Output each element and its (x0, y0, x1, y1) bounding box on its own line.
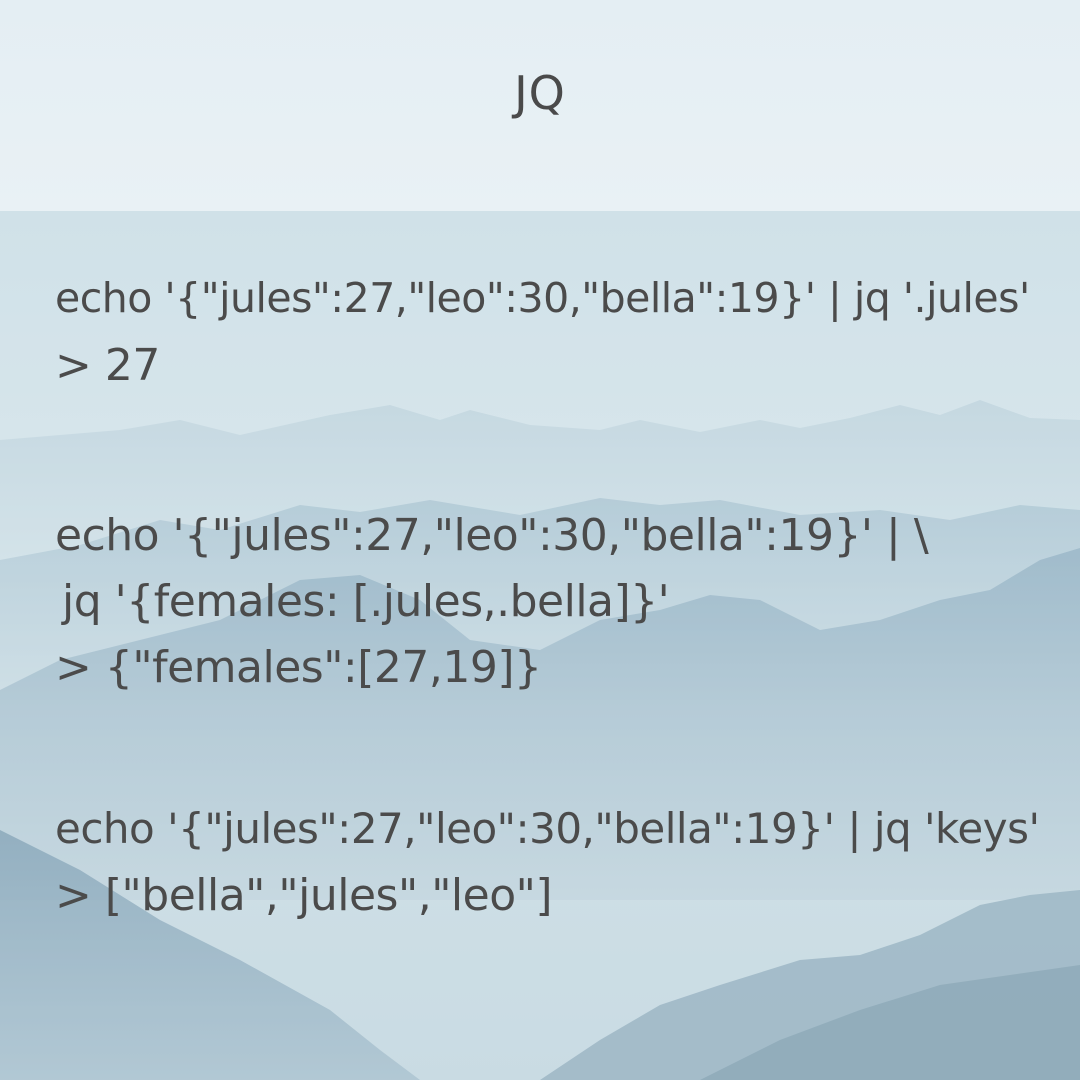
header-band (0, 0, 1080, 211)
output-line: > {"females":[27,19]} (55, 642, 542, 693)
output-line: > ["bella","jules","leo"] (55, 870, 553, 921)
code-line: echo '{"jules":27,"leo":30,"bella":19}' … (55, 274, 1030, 322)
code-line: echo '{"jules":27,"leo":30,"bella":19}' … (55, 510, 929, 561)
output-line: > 27 (55, 340, 160, 391)
code-line: echo '{"jules":27,"leo":30,"bella":19}' … (55, 804, 1040, 853)
code-line: jq '{females: [.jules,.bella]}' (62, 576, 670, 627)
page-title: JQ (514, 66, 566, 120)
